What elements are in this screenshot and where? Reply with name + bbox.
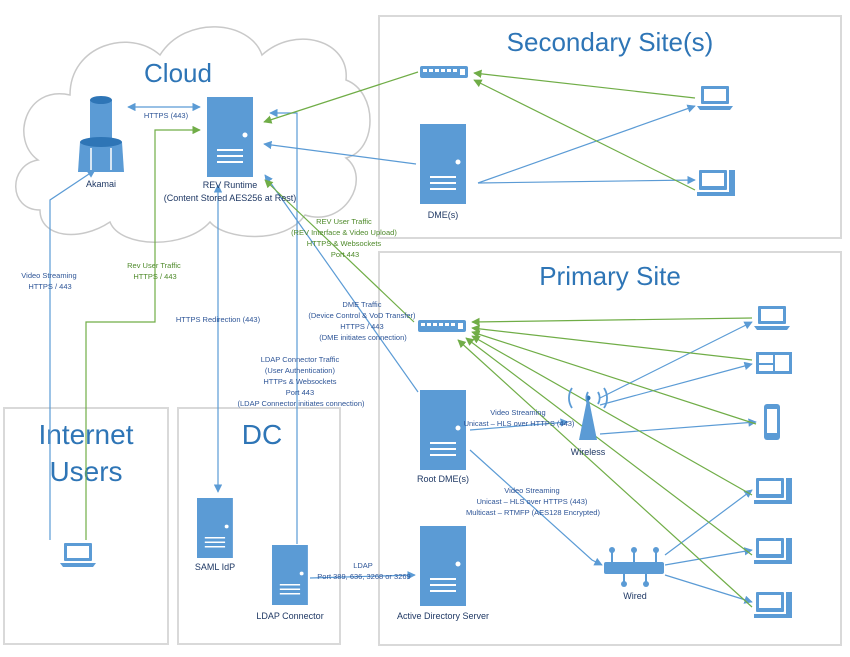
rev-runtime-server-icon	[207, 97, 253, 177]
root-dme-wireless-link	[469, 418, 569, 431]
active-directory-label: Active Directory Server	[397, 611, 489, 621]
ldap-note: LDAP Port 389, 636, 3268 or 3269	[317, 561, 410, 581]
video-streaming-wireless-note: Video Streaming Unicast – HLS over HTTPS…	[464, 408, 575, 428]
wired-desktop2-link	[664, 547, 753, 566]
saml-idp-label: SAML IdP	[195, 562, 235, 572]
primary-laptop-switch-link	[471, 317, 753, 327]
cloud-shape	[15, 26, 371, 243]
dme-secondary-desktop-link	[477, 175, 696, 185]
dc-box	[177, 407, 341, 645]
dme-traffic-note: DME Traffic (Device Control & VoD Transf…	[308, 300, 417, 342]
primary-laptop-icon	[754, 306, 790, 330]
internet-rev-user-traffic-link	[85, 125, 201, 540]
ldap-connector-traffic-note: LDAP Connector Traffic (User Authenticat…	[237, 355, 365, 408]
primary-desktop1-switch-link	[471, 335, 753, 496]
rev-runtime-label: REV Runtime	[203, 180, 258, 190]
ldap-ad-link	[309, 571, 416, 580]
https-redirection-note: HTTPS Redirection (443)	[176, 315, 261, 324]
primary-switch-icon	[418, 320, 466, 332]
dme-rev-link	[263, 140, 417, 165]
primary-panel-switch-link	[471, 324, 753, 361]
video-streaming-wired-note: Video Streaming Unicast – HLS over HTTPS…	[466, 486, 600, 517]
root-dme-server-icon	[420, 390, 466, 470]
primary-site-title: Primary Site	[539, 261, 681, 291]
primary-desktop-2-icon	[754, 538, 792, 564]
dme-secondary-laptop-link	[477, 104, 696, 184]
dme-secondary-server-icon	[420, 124, 466, 204]
akamai-icon	[78, 96, 124, 172]
secondary-desktop-switch-link	[473, 79, 696, 191]
video-streaming-internet-note: Video Streaming HTTPS / 443	[21, 271, 78, 291]
wireless-access-point-icon	[568, 387, 608, 440]
ldap-connector-rev-link	[269, 108, 298, 544]
root-dme-wired-link	[469, 449, 603, 566]
wired-desktop3-link	[664, 574, 753, 604]
secondary-desktop-icon	[697, 170, 735, 196]
saml-idp-server-icon	[197, 498, 233, 558]
wireless-label: Wireless	[571, 447, 606, 457]
wireless-laptop-link	[599, 321, 753, 399]
wireless-panel-link	[599, 361, 753, 406]
wired-label: Wired	[623, 591, 647, 601]
internet-video-stream-link	[49, 169, 96, 540]
secondary-laptop-switch-link	[473, 69, 696, 99]
root-dme-rev-link	[264, 174, 419, 393]
primary-switch-rev-link	[264, 179, 415, 323]
ldap-connector-server-icon	[272, 545, 308, 605]
primary-desktop3-switch-link	[457, 339, 753, 608]
mobile-phone-icon	[764, 404, 780, 440]
https-443-note: HTTPS (443)	[144, 111, 189, 120]
primary-desktop-1-icon	[754, 478, 792, 504]
ldap-connector-label: LDAP Connector	[256, 611, 323, 621]
cloud-title: Cloud	[144, 58, 212, 88]
display-panel-icon	[756, 352, 792, 374]
root-dme-label: Root DME(s)	[417, 474, 469, 484]
primary-site-box	[378, 251, 842, 646]
secondary-site-title: Secondary Site(s)	[507, 27, 714, 57]
secondary-switch-icon	[420, 66, 468, 78]
rev-runtime-sublabel: (Content Stored AES256 at Rest)	[164, 193, 297, 203]
rev-user-traffic-note: REV User Traffic (REV Interface & Video …	[291, 217, 399, 259]
primary-desktop-3-icon	[754, 592, 792, 618]
dme-secondary-label: DME(s)	[428, 210, 459, 220]
active-directory-server-icon	[420, 526, 466, 606]
wired-switch-icon	[604, 547, 664, 587]
wireless-phone-link	[599, 418, 757, 435]
primary-phone-switch-link	[471, 330, 757, 425]
primary-desktop2-switch-link	[465, 337, 753, 556]
akamai-label: Akamai	[86, 179, 116, 189]
secondary-site-box	[378, 15, 842, 239]
secondary-switch-rev-link	[263, 71, 419, 124]
rev-user-traffic-small-note: Rev User Traffic HTTPS / 443	[127, 261, 183, 281]
secondary-laptop-icon	[697, 86, 733, 110]
dc-title: DC	[242, 419, 282, 450]
internet-user-laptop-icon	[60, 543, 96, 567]
